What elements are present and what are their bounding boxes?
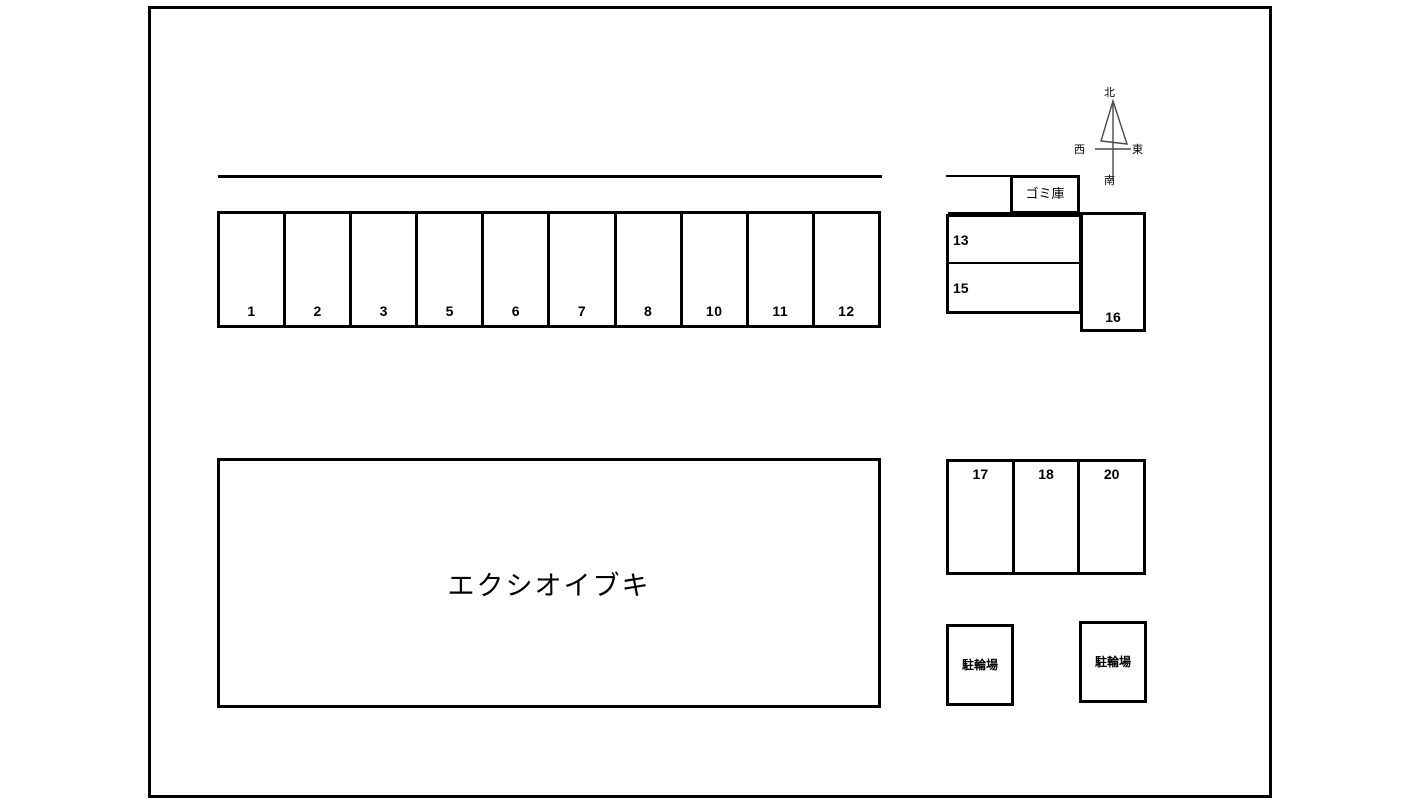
compass-east-label: 東 [1132,143,1143,156]
compass-rose: 北 南 西 東 [1063,81,1163,191]
parking-stall-label: 3 [379,303,388,319]
parking-stall[interactable]: 8 [617,214,683,325]
parking-stall-label: 10 [705,303,723,319]
parking-stall-label: 20 [1103,466,1120,482]
parking-stall-label: 18 [1038,466,1054,482]
bicycle-parking-label: 駐輪場 [1094,655,1131,669]
parking-stall-label: 5 [445,303,454,319]
parking-stall[interactable]: 13 [949,217,1079,264]
parking-stall-label: 6 [511,303,521,319]
parking-stall-label: 8 [643,303,653,319]
compass-south-label: 南 [1104,174,1115,187]
parking-stall[interactable]: 17 [949,462,1015,572]
parking-stall[interactable]: 12 [815,214,878,325]
trash-outline-bottom [948,212,1012,214]
parking-stall-label: 13 [953,231,969,248]
parking-stall-label: 17 [972,466,989,482]
parking-row-17-18-20: 17 18 20 [946,459,1146,575]
parking-stall[interactable]: 15 [949,264,1079,311]
parking-stall[interactable]: 20 [1080,462,1143,572]
parking-stall[interactable]: 7 [550,214,617,325]
trash-storage-label: ゴミ庫 [1025,187,1065,202]
building-block[interactable]: エクシオイブキ [217,458,881,708]
parking-stall-label: 2 [313,303,322,319]
trash-area-outline [946,175,1012,214]
parking-stall[interactable]: 3 [352,214,419,325]
bicycle-parking-area-1[interactable]: 駐輪場 [946,624,1014,706]
trash-outline-top [946,175,1012,177]
compass-west-label: 西 [1074,143,1085,156]
bicycle-parking-label: 駐輪場 [961,658,998,672]
parking-stall[interactable]: 18 [1015,462,1081,572]
parking-stall[interactable]: 1 [220,214,287,325]
bicycle-parking-area-2[interactable]: 駐輪場 [1079,621,1147,703]
parking-stall-16[interactable]: 16 [1080,212,1146,332]
parking-stall[interactable]: 10 [683,214,749,325]
parking-stall-label: 15 [953,279,969,296]
building-name-label: エクシオイブキ [447,570,651,602]
parking-stall-label: 1 [247,303,256,319]
parking-stack-13-15: 13 15 [946,214,1082,314]
parking-stall-label: 7 [577,303,587,319]
trash-storage-box[interactable]: ゴミ庫 [1010,175,1080,214]
parking-stall[interactable]: 11 [749,214,815,325]
top-parking-row: 1 2 3 5 6 7 8 10 11 [217,211,881,328]
parking-stall[interactable]: 6 [484,214,551,325]
parking-stall[interactable]: 2 [286,214,353,325]
diagram-outer-frame: 1 2 3 5 6 7 8 10 11 [148,6,1272,798]
compass-north-label: 北 [1104,86,1115,99]
parking-stall-label: 16 [1105,309,1121,325]
top-boundary-line [218,175,882,178]
parking-stall-label: 12 [838,303,855,319]
compass-needle-icon [1095,98,1131,181]
parking-stall[interactable]: 5 [418,214,485,325]
parking-stall-label: 11 [772,303,789,319]
